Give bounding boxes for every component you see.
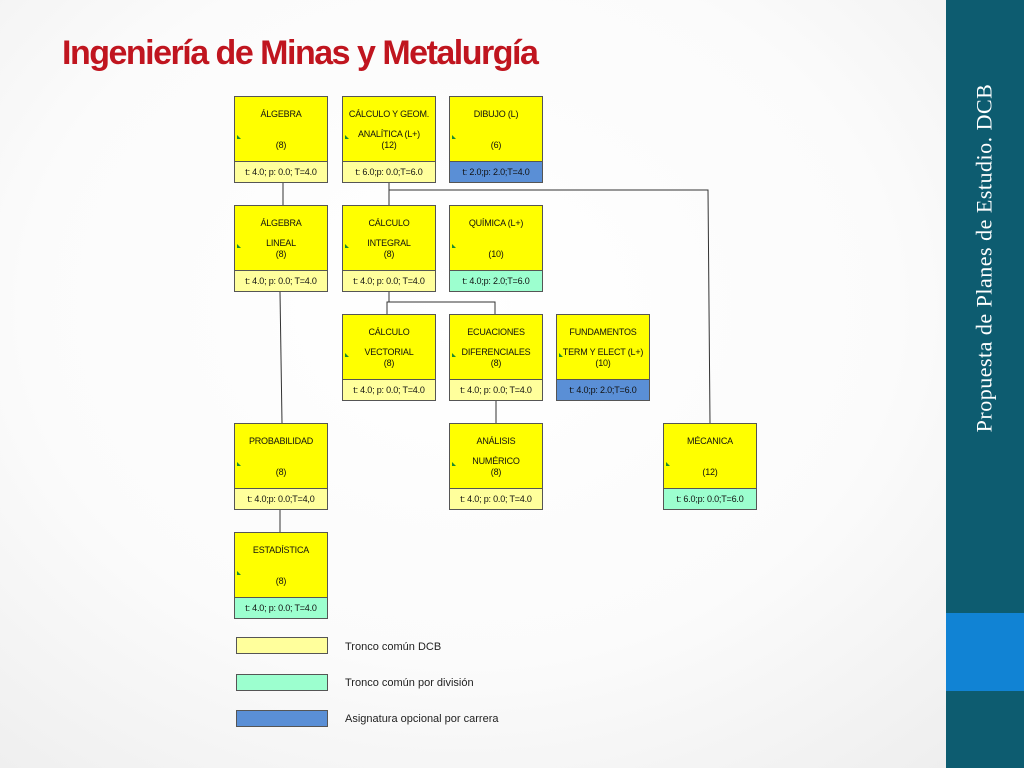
sidebar-accent-block: [946, 613, 1024, 691]
course-algebra: ÁLGEBRA (8) t: 4.0; p: 0.0; T=4.0: [234, 96, 328, 183]
connector-mecanica: [388, 189, 711, 424]
course-hours: t: 4.0;p: 2.0;T=6.0: [450, 270, 542, 291]
course-credits: (6): [490, 140, 502, 150]
connector-vectorial: [386, 292, 390, 314]
legend-swatch-dcb: [236, 637, 328, 654]
course-hours: t: 4.0; p: 0.0; T=4.0: [450, 379, 542, 400]
legend-label-dcb: Tronco común DCB: [345, 641, 442, 653]
course-estadistica: ESTADÍSTICA (8) t: 4.0; p: 0.0; T=4.0: [234, 532, 328, 619]
corner-marker-icon: [237, 462, 241, 466]
course-hours: t: 4.0;p: 0.0;T=4,0: [235, 488, 327, 509]
course-hours: t: 4.0;p: 2.0;T=6.0: [557, 379, 649, 400]
course-algebra-lineal: ÁLGEBRA LINEAL(8) t: 4.0; p: 0.0; T=4.0: [234, 205, 328, 292]
course-credits: (8): [275, 576, 287, 586]
course-name: ÁLGEBRA: [260, 109, 302, 119]
course-name: ECUACIONES DIFERENCIALES: [461, 327, 531, 357]
course-credits: (12): [381, 140, 397, 150]
course-probabilidad: PROBABILIDAD (8) t: 4.0;p: 0.0;T=4,0: [234, 423, 328, 510]
connector-probabilidad: [279, 291, 283, 424]
course-name: ESTADÍSTICA: [252, 545, 310, 555]
corner-marker-icon: [452, 462, 456, 466]
course-credits: (8): [383, 249, 395, 259]
course-hours: t: 6.0;p: 0.0;T=6.0: [343, 161, 435, 182]
course-credits: (8): [275, 249, 287, 259]
slide-title: Ingeniería de Minas y Metalurgía: [62, 34, 539, 72]
corner-marker-icon: [237, 571, 241, 575]
course-credits: (12): [702, 467, 718, 477]
corner-marker-icon: [345, 244, 349, 248]
course-hours: t: 2.0;p: 2.0;T=4.0: [450, 161, 542, 182]
course-mecanica: MÉCANICA (12) t: 6.0;p: 0.0;T=6.0: [663, 423, 757, 510]
course-quimica: QUÍMICA (L+) (10) t: 4.0;p: 2.0;T=6.0: [449, 205, 543, 292]
corner-marker-icon: [452, 244, 456, 248]
course-name: PROBABILIDAD: [248, 436, 314, 446]
course-credits: (10): [488, 249, 504, 259]
sidebar-caption: Propuesta de Planes de Estudio. DCB: [971, 83, 997, 433]
course-name: QUÍMICA (L+): [468, 218, 524, 228]
corner-marker-icon: [452, 135, 456, 139]
corner-marker-icon: [237, 244, 241, 248]
course-hours: t: 4.0; p: 0.0; T=4.0: [343, 379, 435, 400]
course-calculo-integral: CÁLCULO INTEGRAL(8) t: 4.0; p: 0.0; T=4.0: [342, 205, 436, 292]
course-name: CÁLCULO VECTORIAL: [364, 327, 414, 357]
course-hours: t: 4.0; p: 0.0; T=4.0: [235, 270, 327, 291]
corner-marker-icon: [666, 462, 670, 466]
course-analisis: ANÁLISIS NUMÉRICO(8) t: 4.0; p: 0.0; T=4.…: [449, 423, 543, 510]
legend-swatch-opcional: [236, 710, 328, 727]
course-hours: t: 4.0; p: 0.0; T=4.0: [235, 597, 327, 618]
course-name: MÉCANICA: [687, 436, 733, 446]
course-credits: (8): [490, 358, 502, 368]
legend-label-opcional: Asignatura opcional por carrera: [345, 713, 499, 725]
corner-marker-icon: [559, 353, 563, 357]
course-name: ANÁLISIS NUMÉRICO: [472, 436, 520, 466]
course-name: DIBUJO (L): [473, 109, 519, 119]
connector-ecuaciones: [389, 301, 496, 314]
corner-marker-icon: [345, 353, 349, 357]
course-name: ÁLGEBRA LINEAL: [260, 218, 302, 248]
course-hours: t: 4.0; p: 0.0; T=4.0: [450, 488, 542, 509]
corner-marker-icon: [452, 353, 456, 357]
course-calculo-geom: CÁLCULO Y GEOM. ANALÍTICA (L+)(12) t: 6.0…: [342, 96, 436, 183]
legend-label-division: Tronco común por división: [345, 677, 474, 689]
course-credits: (8): [275, 140, 287, 150]
course-credits: (8): [275, 467, 287, 477]
course-fundamentos: FUNDAMENTOS TERM Y ELECT (L+)(10) t: 4.0;…: [556, 314, 650, 401]
course-hours: t: 6.0;p: 0.0;T=6.0: [664, 488, 756, 509]
course-name: FUNDAMENTOS TERM Y ELECT (L+): [562, 327, 644, 357]
course-hours: t: 4.0; p: 0.0; T=4.0: [343, 270, 435, 291]
course-name: CÁLCULO INTEGRAL: [367, 218, 411, 248]
course-credits: (8): [490, 467, 502, 477]
course-name: CÁLCULO Y GEOM. ANALÍTICA (L+): [348, 109, 430, 139]
course-calculo-vectorial: CÁLCULO VECTORIAL(8) t: 4.0; p: 0.0; T=4.…: [342, 314, 436, 401]
course-hours: t: 4.0; p: 0.0; T=4.0: [235, 161, 327, 182]
legend-swatch-division: [236, 674, 328, 691]
corner-marker-icon: [237, 135, 241, 139]
course-dibujo: DIBUJO (L) (6) t: 2.0;p: 2.0;T=4.0: [449, 96, 543, 183]
course-credits: (8): [383, 358, 395, 368]
corner-marker-icon: [345, 135, 349, 139]
course-credits: (10): [595, 358, 611, 368]
course-ecuaciones: ECUACIONES DIFERENCIALES(8) t: 4.0; p: 0.…: [449, 314, 543, 401]
